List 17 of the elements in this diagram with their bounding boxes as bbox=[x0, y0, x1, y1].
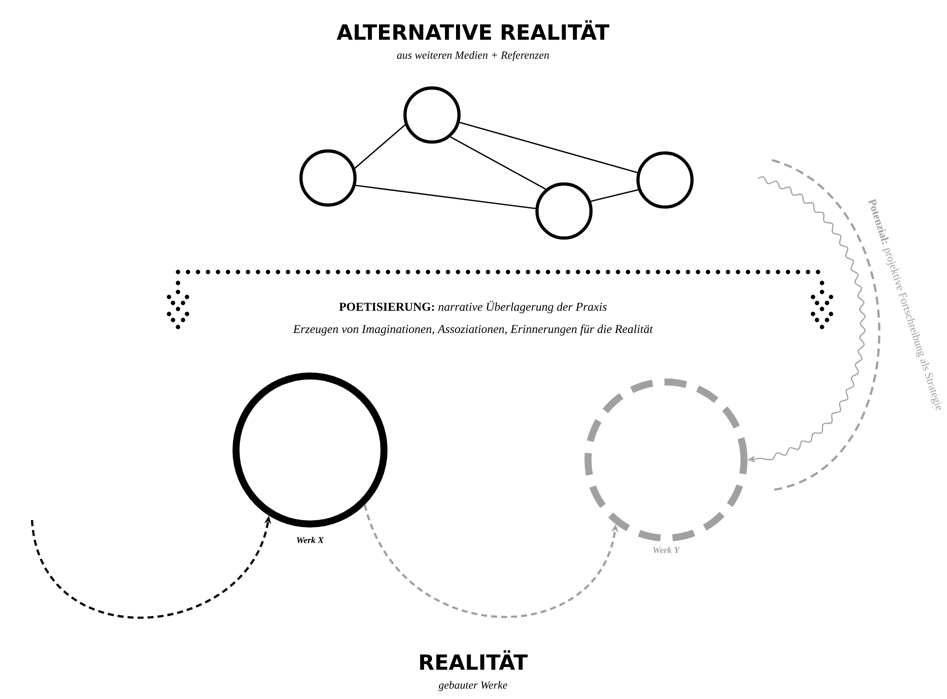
title: ALTERNATIVE REALITÄT bbox=[336, 20, 610, 40]
connector bbox=[450, 136, 546, 190]
connector bbox=[354, 124, 406, 169]
heading: REALITÄT bbox=[420, 650, 528, 670]
circle bbox=[299, 149, 357, 207]
heading-text: POETISIERUNG: narrative Überlagerung der Praxis bbox=[339, 300, 607, 314]
description-text: Erzeugen von Imaginationen, Assoziationen, Erinnerungen für die Realität bbox=[293, 324, 654, 336]
subtitle: aus weiteren Medien + Referenzen bbox=[397, 50, 549, 62]
subtitle: gebauter Werke bbox=[438, 681, 508, 691]
circle-caption: Werk X bbox=[296, 536, 324, 544]
connector bbox=[459, 122, 638, 174]
circle bbox=[535, 182, 593, 240]
connector bbox=[356, 184, 536, 210]
connector bbox=[590, 189, 638, 202]
circle bbox=[403, 86, 461, 144]
circle-caption: Werk Y bbox=[653, 546, 680, 554]
circle bbox=[636, 151, 694, 209]
